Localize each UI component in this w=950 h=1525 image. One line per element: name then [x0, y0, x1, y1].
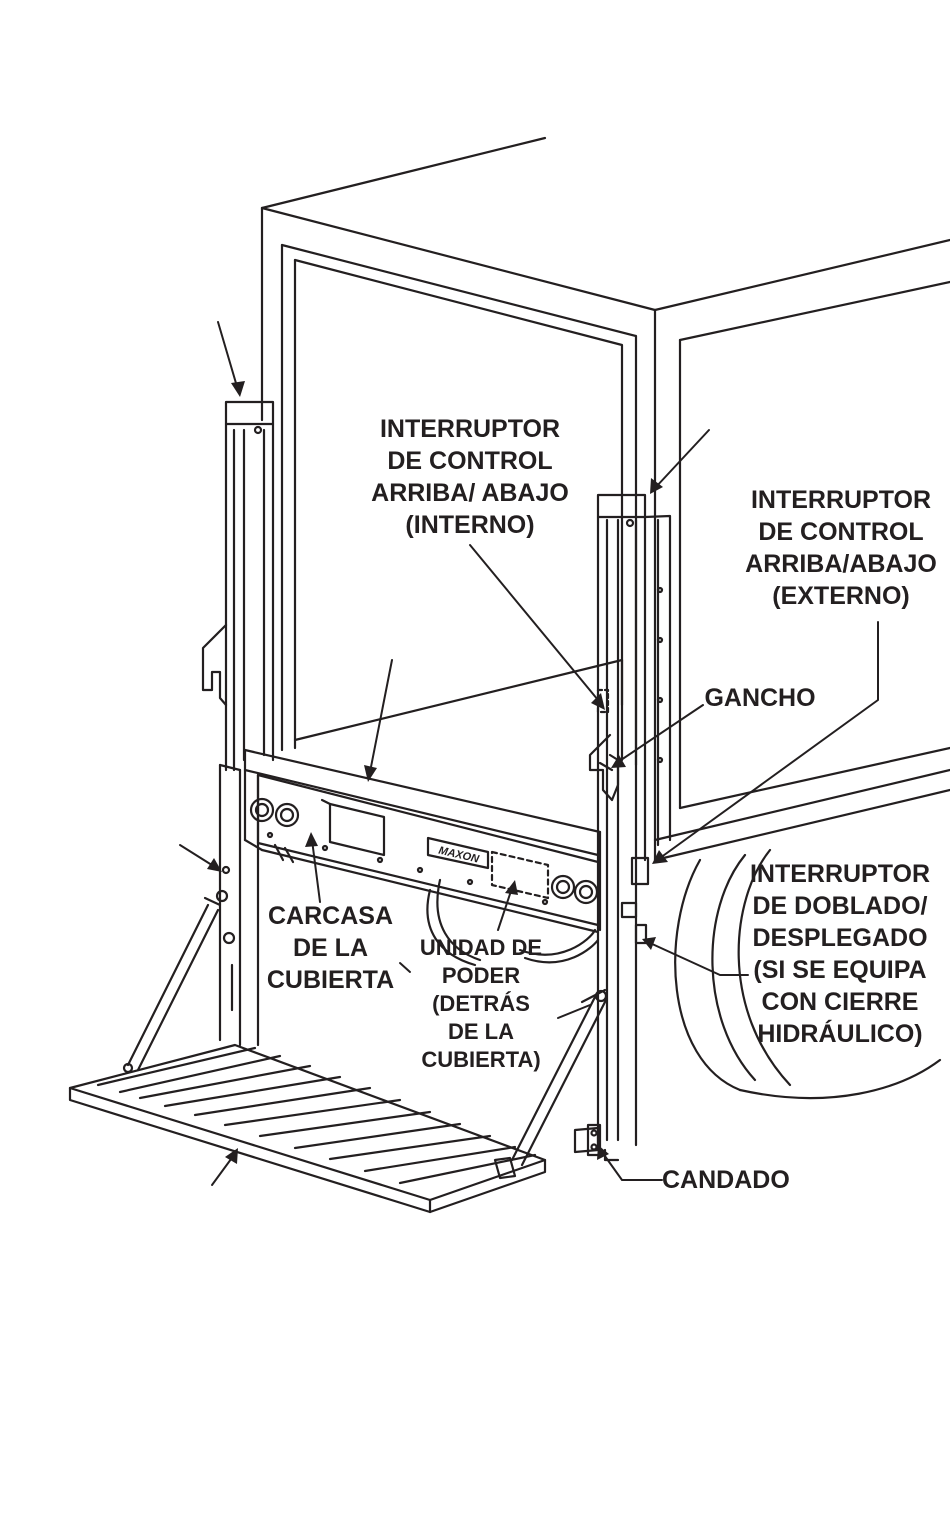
label-line: DE DOBLADO/ — [732, 890, 948, 922]
left-strut — [124, 898, 220, 1072]
label-line: (EXTERNO) — [735, 580, 947, 612]
label-line: (DETRÁS — [408, 990, 554, 1018]
label-line: DE LA — [408, 1018, 554, 1046]
label-line: DE CONTROL — [735, 516, 947, 548]
label-line: ARRIBA/ABAJO — [735, 548, 947, 580]
label-carcasa: CARCASA DE LA CUBIERTA — [258, 900, 403, 996]
label-line: DE CONTROL — [355, 445, 585, 477]
label-line: CON CIERRE — [732, 986, 948, 1018]
label-line: DESPLEGADO — [732, 922, 948, 954]
label-interruptor-externo: INTERRUPTOR DE CONTROL ARRIBA/ABAJO (EXT… — [735, 484, 947, 612]
label-line: CARCASA — [258, 900, 403, 932]
label-interruptor-doblado: INTERRUPTOR DE DOBLADO/ DESPLEGADO (SI S… — [732, 858, 948, 1050]
label-interruptor-interno: INTERRUPTOR DE CONTROL ARRIBA/ ABAJO (IN… — [355, 413, 585, 541]
label-line: CANDADO — [662, 1164, 812, 1196]
label-line: HIDRÁULICO) — [732, 1018, 948, 1050]
label-candado: CANDADO — [662, 1164, 812, 1196]
label-line: (SI SE EQUIPA — [732, 954, 948, 986]
label-gancho: GANCHO — [700, 682, 820, 714]
right-column — [588, 495, 670, 1160]
label-line: UNIDAD DE — [408, 934, 554, 962]
label-line: INTERRUPTOR — [732, 858, 948, 890]
label-line: GANCHO — [700, 682, 820, 714]
label-line: CUBIERTA) — [408, 1046, 554, 1074]
label-line: CUBIERTA — [258, 964, 403, 996]
label-line: INTERRUPTOR — [735, 484, 947, 516]
label-line: INTERRUPTOR — [355, 413, 585, 445]
label-line: PODER — [408, 962, 554, 990]
label-line: ARRIBA/ ABAJO — [355, 477, 585, 509]
label-line: (INTERNO) — [355, 509, 585, 541]
label-line: DE LA — [258, 932, 403, 964]
label-unidad-de-poder: UNIDAD DE PODER (DETRÁS DE LA CUBIERTA) — [408, 934, 554, 1074]
